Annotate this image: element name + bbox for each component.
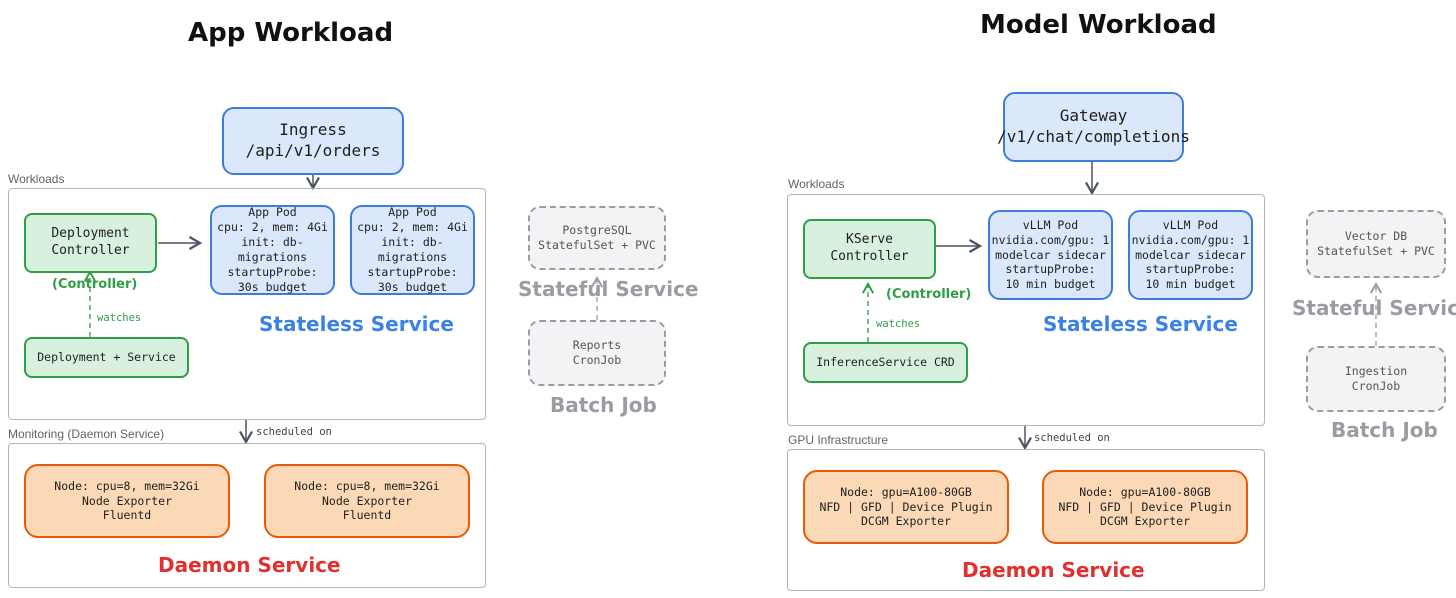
gpu-node-box-1: Node: gpu=A100-80GB NFD | GFD | Device P… [803, 470, 1009, 544]
reports-cronjob-box: Reports CronJob [528, 320, 666, 386]
gateway-box: Gateway /v1/chat/completions [997, 92, 1190, 162]
inferenceservice-crd-box: InferenceService CRD [803, 342, 968, 383]
node-box-1: Node: cpu=8, mem=32Gi Node Exporter Flue… [24, 464, 230, 538]
kserve-controller-box: KServe Controller [803, 219, 936, 279]
controller-tag: (Controller) [52, 277, 138, 292]
ingress-box: Ingress /api/v1/orders [222, 107, 404, 175]
workloads-frame [8, 188, 486, 420]
monitoring-frame [8, 443, 486, 588]
watches-label: watches [97, 312, 142, 324]
controller-tag: (Controller) [886, 287, 972, 302]
stateless-service-label: Stateless Service [259, 312, 454, 336]
scheduled-on-label: scheduled on [256, 426, 332, 438]
ingestion-cronjob-box: Ingestion CronJob [1306, 346, 1446, 412]
stateful-service-label: Stateful Service [518, 277, 699, 301]
stateful-service-label: Stateful Service [1292, 296, 1456, 320]
app-pod-1: App Pod cpu: 2, mem: 4Gi init: db-migrat… [210, 205, 335, 295]
node-box-2: Node: cpu=8, mem=32Gi Node Exporter Flue… [264, 464, 470, 538]
stateless-service-label: Stateless Service [1043, 312, 1238, 336]
app-pod-2: App Pod cpu: 2, mem: 4Gi init: db-migrat… [350, 205, 475, 295]
scheduled-on-label: scheduled on [1034, 432, 1110, 444]
deployment-service-box: Deployment + Service [24, 337, 189, 378]
batch-job-label: Batch Job [1331, 418, 1438, 442]
deployment-controller-box: Deployment Controller [24, 213, 157, 273]
watches-label: watches [876, 318, 921, 330]
postgresql-box: PostgreSQL StatefulSet + PVC [528, 206, 666, 270]
workloads-section-label: Workloads [788, 177, 845, 191]
app-workload-title: App Workload [188, 18, 394, 48]
model-workload-title: Model Workload [980, 10, 1217, 40]
daemon-service-label: Daemon Service [962, 558, 1145, 582]
gpu-infrastructure-frame [787, 449, 1265, 591]
workloads-frame [787, 194, 1265, 426]
workloads-section-label: Workloads [8, 172, 65, 186]
vllm-pod-1: vLLM Pod nvidia.com/gpu: 1 modelcar side… [988, 210, 1113, 300]
gpu-infrastructure-section-label: GPU Infrastructure [788, 433, 889, 447]
daemon-service-label: Daemon Service [158, 553, 341, 577]
batch-job-label: Batch Job [550, 393, 657, 417]
gpu-node-box-2: Node: gpu=A100-80GB NFD | GFD | Device P… [1042, 470, 1248, 544]
vector-db-box: Vector DB StatefulSet + PVC [1306, 210, 1446, 278]
monitoring-section-label: Monitoring (Daemon Service) [8, 427, 165, 441]
vllm-pod-2: vLLM Pod nvidia.com/gpu: 1 modelcar side… [1128, 210, 1253, 300]
